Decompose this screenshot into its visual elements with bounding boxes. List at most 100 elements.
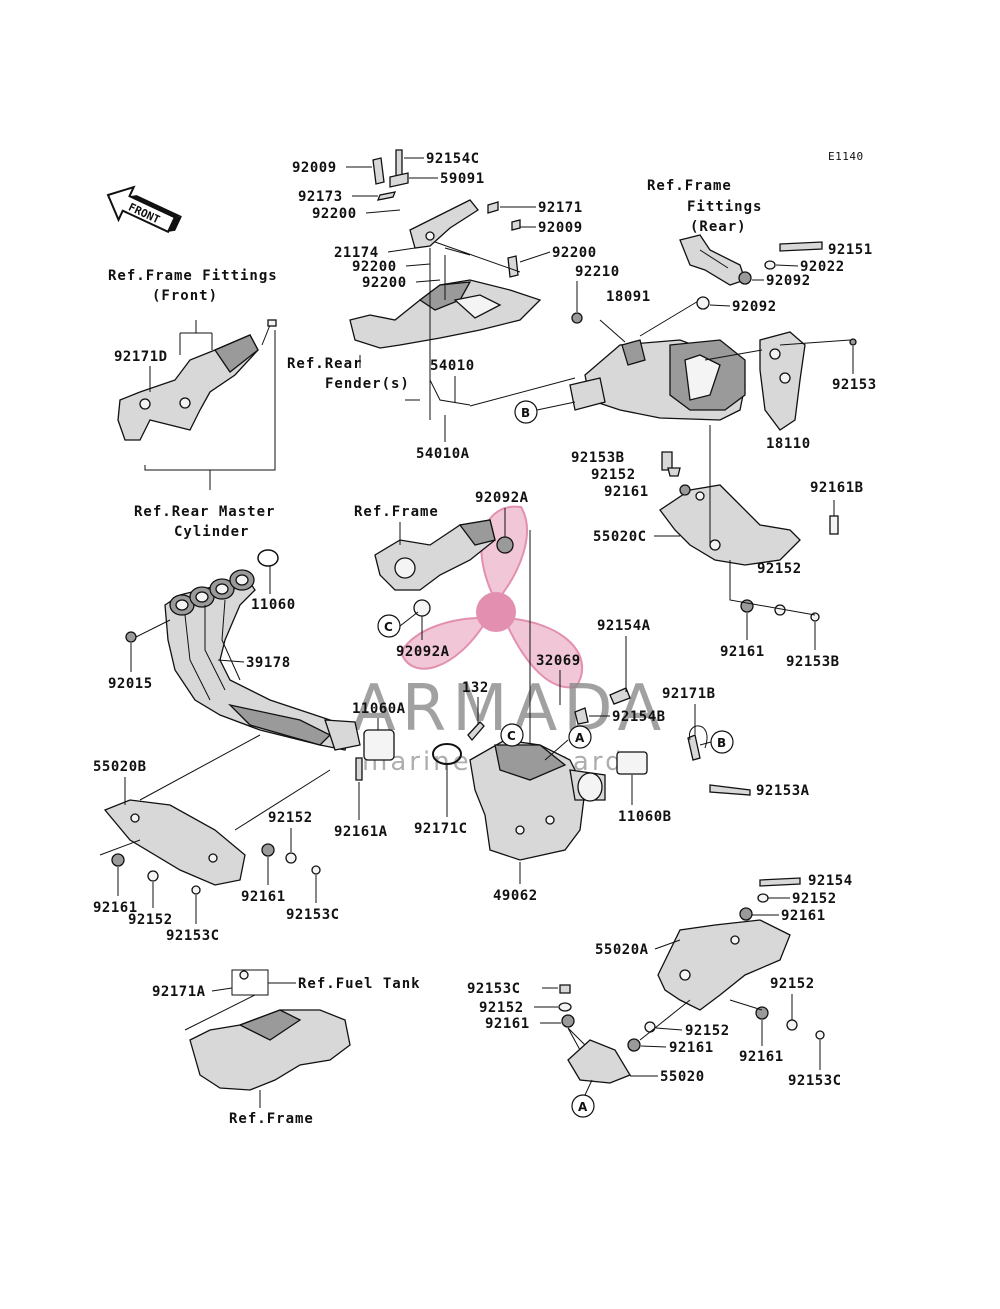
part-132: 132 bbox=[462, 680, 489, 696]
part-92022: 92022 bbox=[800, 259, 845, 275]
part-11060: 11060 bbox=[251, 597, 296, 613]
part-49062: 49062 bbox=[493, 888, 538, 904]
ref-rear-master-1: Ref.Rear Master bbox=[134, 504, 275, 520]
ref-frame-mid-part bbox=[374, 519, 496, 591]
callout-c-low: C bbox=[500, 723, 524, 747]
part-92161-br3: 92161 bbox=[739, 1049, 784, 1065]
part-92092a-top: 92092A bbox=[475, 490, 529, 506]
part-55020b: 55020B bbox=[93, 759, 147, 775]
part-92200-b: 92200 bbox=[552, 245, 597, 261]
ref-rear-fender-2: Fender(s) bbox=[325, 376, 410, 392]
part-55020c: 55020C bbox=[593, 529, 647, 545]
part-92171b: 92171B bbox=[662, 686, 716, 702]
part-92161b: 92161B bbox=[810, 480, 864, 496]
part-92152-br3: 92152 bbox=[770, 976, 815, 992]
svg-text:A: A bbox=[575, 731, 585, 745]
part-92161-l1: 92161 bbox=[241, 889, 286, 905]
bracket-55020 bbox=[567, 1039, 631, 1084]
part-92092-b: 92092 bbox=[732, 299, 777, 315]
part-92200-d: 92200 bbox=[362, 275, 407, 291]
part-92092a-bot: 92092A bbox=[396, 644, 450, 660]
svg-text:A: A bbox=[578, 1100, 588, 1114]
part-92171d: 92171D bbox=[114, 349, 168, 365]
ref-frame-bottom: Ref.Frame bbox=[229, 1111, 314, 1127]
ref-frame-fittings-front-1: Ref.Frame Fittings bbox=[108, 268, 278, 284]
ref-frame-fittings-rear-1: Ref.Frame bbox=[647, 178, 732, 194]
part-92152-br1: 92152 bbox=[792, 891, 837, 907]
ref-rear-master-2: Cylinder bbox=[174, 524, 249, 540]
part-92171c: 92171C bbox=[414, 821, 468, 837]
part-92152-br2: 92152 bbox=[685, 1023, 730, 1039]
svg-text:B: B bbox=[717, 736, 726, 750]
part-92200-a: 92200 bbox=[312, 206, 357, 222]
part-92153b-r: 92153B bbox=[786, 654, 840, 670]
ref-frame-fittings-front-2: (Front) bbox=[152, 288, 218, 304]
part-59091: 59091 bbox=[440, 171, 485, 187]
part-92161-top: 92161 bbox=[604, 484, 649, 500]
part-92200-c: 92200 bbox=[352, 259, 397, 275]
part-54010a: 54010A bbox=[416, 446, 470, 462]
part-92151: 92151 bbox=[828, 242, 873, 258]
part-92161-br1: 92161 bbox=[781, 908, 826, 924]
part-32069: 32069 bbox=[536, 653, 581, 669]
part-92152-l2: 92152 bbox=[128, 912, 173, 928]
part-92154: 92154 bbox=[808, 873, 853, 889]
part-11060b: 11060B bbox=[618, 809, 672, 825]
part-92015: 92015 bbox=[108, 676, 153, 692]
callout-c-mid: C bbox=[377, 614, 401, 638]
ref-frame-mid: Ref.Frame bbox=[354, 504, 439, 520]
part-92161-l2: 92161 bbox=[93, 900, 138, 916]
svg-text:C: C bbox=[507, 729, 516, 743]
part-21174: 21174 bbox=[334, 245, 379, 261]
ref-frame-fittings-rear-2: Fittings bbox=[687, 199, 762, 215]
callout-b-top: B bbox=[514, 400, 538, 424]
part-92153b-top: 92153B bbox=[571, 450, 625, 466]
exhaust-header-pipes bbox=[164, 569, 361, 751]
diagram-code: E1140 bbox=[828, 150, 864, 163]
part-92009-b: 92009 bbox=[538, 220, 583, 236]
callout-b-mid: B bbox=[710, 730, 734, 754]
part-92092-a: 92092 bbox=[766, 273, 811, 289]
part-92161-r: 92161 bbox=[720, 644, 765, 660]
part-11060a: 11060A bbox=[352, 701, 406, 717]
ref-frame-fittings-rear-3: (Rear) bbox=[690, 219, 747, 235]
svg-text:C: C bbox=[384, 620, 393, 634]
ref-rear-fender-1: Ref.Rear bbox=[287, 356, 362, 372]
part-92171: 92171 bbox=[538, 200, 583, 216]
muffler-cover-assembly bbox=[569, 331, 851, 431]
part-92210: 92210 bbox=[575, 264, 620, 280]
part-92152-top: 92152 bbox=[591, 467, 636, 483]
part-92161a: 92161A bbox=[334, 824, 388, 840]
part-18110: 18110 bbox=[766, 436, 811, 452]
part-54010: 54010 bbox=[430, 358, 475, 374]
part-92153c-b: 92153C bbox=[467, 981, 521, 997]
ref-frame-bottom-part bbox=[184, 969, 351, 1091]
frame-fittings-front bbox=[117, 319, 277, 441]
part-92161-br2: 92161 bbox=[669, 1040, 714, 1056]
svg-text:B: B bbox=[521, 406, 530, 420]
part-92154b: 92154B bbox=[612, 709, 666, 725]
callout-a-mid: A bbox=[568, 725, 592, 749]
part-92009-a: 92009 bbox=[292, 160, 337, 176]
part-92153c-br: 92153C bbox=[788, 1073, 842, 1089]
part-92154c: 92154C bbox=[426, 151, 480, 167]
heat-guard-55020a bbox=[657, 919, 791, 1011]
rear-fender-bracket bbox=[349, 149, 542, 349]
part-92173: 92173 bbox=[298, 189, 343, 205]
part-92152-r: 92152 bbox=[757, 561, 802, 577]
part-92152-b: 92152 bbox=[479, 1000, 524, 1016]
part-92154a: 92154A bbox=[597, 618, 651, 634]
front-arrow-icon: FRONT bbox=[106, 185, 182, 234]
callout-a-bottom: A bbox=[571, 1094, 595, 1118]
part-92152-l: 92152 bbox=[268, 810, 313, 826]
part-92153c-l1: 92153C bbox=[286, 907, 340, 923]
part-92153a: 92153A bbox=[756, 783, 810, 799]
part-92161-b: 92161 bbox=[485, 1016, 530, 1032]
ref-fuel-tank: Ref.Fuel Tank bbox=[298, 976, 421, 992]
part-92171a: 92171A bbox=[152, 984, 206, 1000]
part-39178: 39178 bbox=[246, 655, 291, 671]
part-18091: 18091 bbox=[606, 289, 651, 305]
heat-guard-55020b bbox=[103, 799, 246, 886]
